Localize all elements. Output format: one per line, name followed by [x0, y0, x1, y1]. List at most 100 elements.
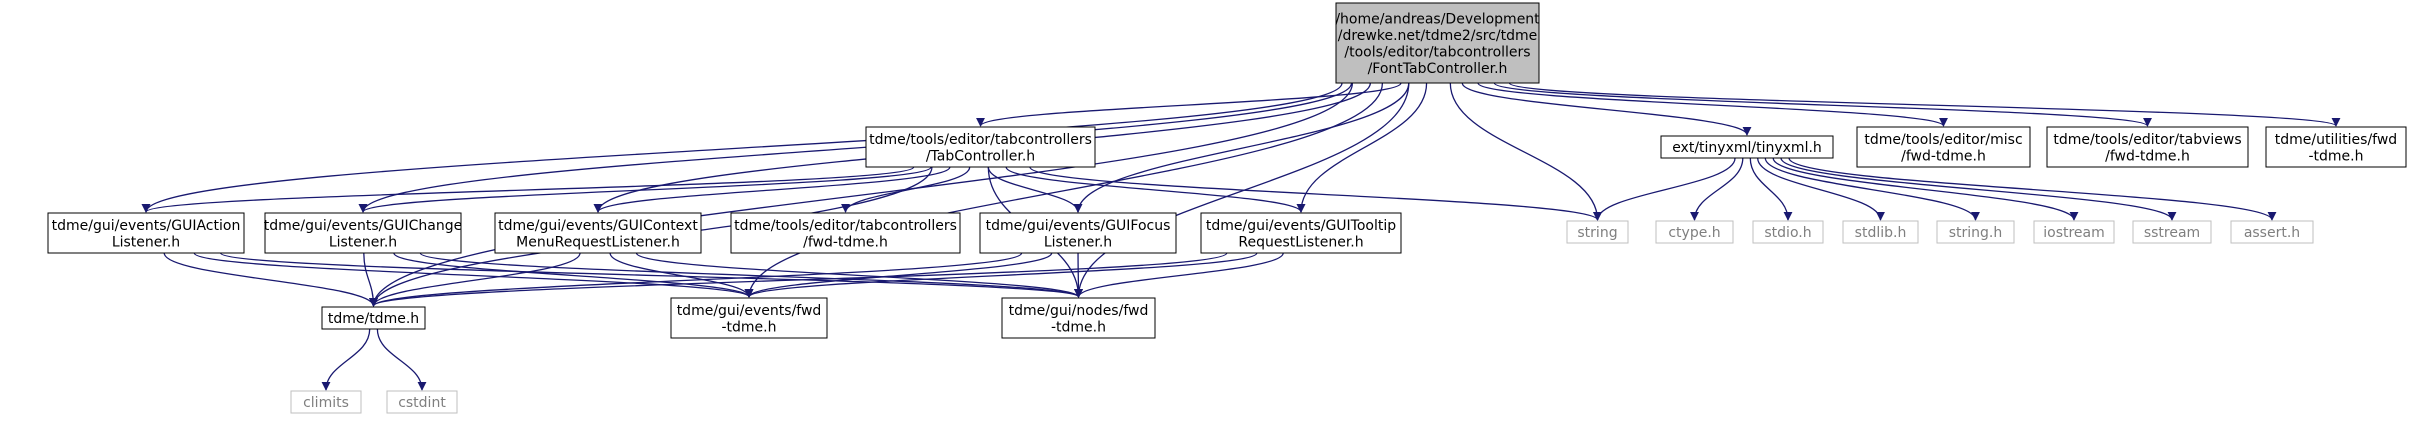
node-label-line: tdme/tools/editor/tabcontrollers	[734, 218, 957, 234]
node-guitooltip[interactable]: tdme/gui/events/GUITooltipRequestListene…	[1200, 212, 1402, 254]
node-climits: climits	[290, 390, 362, 414]
node-label-line: -tdme.h	[1051, 319, 1106, 335]
node-label-line: -tdme.h	[721, 319, 776, 335]
node-box	[321, 306, 426, 330]
node-box	[730, 212, 961, 254]
edge-tabcontroller-to-guichange	[358, 166, 932, 213]
node-box	[979, 212, 1177, 254]
node-root[interactable]: /home/andreas/Development/drewke.net/tdm…	[1335, 2, 1540, 84]
node-box	[865, 126, 1096, 168]
node-label-line: tdme/gui/events/GUIAction	[52, 218, 241, 234]
node-box	[2132, 220, 2212, 244]
node-box	[2230, 220, 2314, 244]
node-label-line: /home/andreas/Development	[1335, 11, 1540, 27]
node-label-line: tdme/gui/events/GUIContext	[498, 218, 698, 234]
node-label-line: tdme/utilities/fwd	[2275, 132, 2397, 148]
node-tinyxml[interactable]: ext/tinyxml/tinyxml.h	[1660, 135, 1834, 159]
node-nodes_fwd[interactable]: tdme/gui/nodes/fwd-tdme.h	[1001, 297, 1156, 339]
node-box	[1655, 220, 1734, 244]
node-label-line: /fwd-tdme.h	[1901, 148, 1986, 164]
node-label-line: assert.h	[2244, 225, 2300, 241]
edge-root-to-guiaction	[141, 82, 1343, 213]
edge-tabcontroller-to-guitooltip	[1005, 166, 1306, 213]
edge-root-to-guichange	[358, 82, 1353, 213]
node-assert: assert.h	[2230, 220, 2314, 244]
node-label-line: MenuRequestListener.h	[516, 234, 680, 250]
node-label-line: stdio.h	[1764, 225, 1811, 241]
edge-tinyxml-to-string	[1593, 157, 1736, 221]
edge-guicontext-to-tdmeh	[369, 252, 581, 307]
node-label-line: tdme/gui/nodes/fwd	[1009, 303, 1149, 319]
node-label-line: sstream	[2144, 225, 2200, 241]
edge-guicontext-to-nodes_fwd	[635, 252, 1083, 298]
node-misc_fwd[interactable]: tdme/tools/editor/misc/fwd-tdme.h	[1856, 126, 2031, 168]
edge-root-to-string	[1449, 82, 1602, 221]
edge-guicontext-to-events_fwd	[609, 252, 754, 298]
node-box	[1936, 220, 2015, 244]
edge-guichange-to-events_fwd	[393, 252, 754, 298]
node-label-line: tdme/gui/events/GUIFocus	[986, 218, 1171, 234]
node-stdio: stdio.h	[1752, 220, 1824, 244]
node-label-line: /tools/editor/tabcontrollers	[1344, 44, 1530, 60]
edge-tabcontroller-to-guifocus	[987, 166, 1083, 213]
node-label-line: ctype.h	[1668, 225, 1720, 241]
edge-guiaction-to-events_fwd	[193, 252, 754, 298]
node-box	[1660, 135, 1834, 159]
edge-tinyxml-to-stdio	[1749, 157, 1793, 221]
node-string: string	[1566, 220, 1629, 244]
edge-guitooltip-to-tdmeh	[369, 252, 1228, 307]
node-label-line: stdlib.h	[1855, 225, 1907, 241]
node-box	[290, 390, 362, 414]
edge-root-to-guifocus	[1073, 82, 1410, 213]
node-tabcontroller[interactable]: tdme/tools/editor/tabcontrollers/TabCont…	[865, 126, 1096, 168]
node-label-line: Listener.h	[1044, 234, 1112, 250]
node-box	[2265, 126, 2407, 168]
node-tabcontrollers_fwd[interactable]: tdme/tools/editor/tabcontrollers/fwd-tdm…	[730, 212, 961, 254]
node-utilities_fwd[interactable]: tdme/utilities/fwd-tdme.h	[2265, 126, 2407, 168]
node-label-line: -tdme.h	[2308, 148, 2363, 164]
node-label-line: string	[1577, 225, 1617, 241]
node-box	[1752, 220, 1824, 244]
node-label-line: climits	[303, 395, 349, 411]
edge-tinyxml-to-assert	[1788, 157, 2277, 221]
edge-tinyxml-to-stringh	[1764, 157, 1980, 221]
edge-tinyxml-to-sstream	[1780, 157, 2177, 221]
node-iostream: iostream	[2033, 220, 2115, 244]
node-guicontext[interactable]: tdme/gui/events/GUIContextMenuRequestLis…	[494, 212, 702, 254]
node-label-line: Listener.h	[112, 234, 180, 250]
edge-root-to-tabcontroller	[976, 82, 1402, 127]
node-events_fwd[interactable]: tdme/gui/events/fwd-tdme.h	[670, 297, 828, 339]
node-label-line: /fwd-tdme.h	[803, 234, 888, 250]
node-box	[386, 390, 458, 414]
edge-root-to-tdmeh	[369, 82, 1354, 307]
edge-tdmeh-to-cstdint	[376, 328, 427, 391]
edge-root-to-tabviews_fwd	[1493, 82, 2152, 127]
node-label-line: iostream	[2043, 225, 2105, 241]
node-label-line: cstdint	[398, 395, 446, 411]
edges	[141, 82, 2341, 391]
node-label-line: /fwd-tdme.h	[2105, 148, 2190, 164]
edge-guitooltip-to-events_fwd	[744, 252, 1258, 298]
node-label-line: /TabController.h	[926, 148, 1035, 164]
node-ctype: ctype.h	[1655, 220, 1734, 244]
node-label-line: string.h	[1949, 225, 2003, 241]
node-box	[1335, 2, 1540, 84]
node-label-line: tdme/tdme.h	[328, 311, 419, 327]
node-label-line: tdme/tools/editor/tabviews	[2053, 132, 2241, 148]
node-box	[47, 212, 245, 254]
node-label-line: RequestListener.h	[1238, 234, 1363, 250]
edge-guiaction-to-nodes_fwd	[219, 252, 1083, 298]
node-label-line: tdme/gui/events/fwd	[677, 303, 822, 319]
node-tabviews_fwd[interactable]: tdme/tools/editor/tabviews/fwd-tdme.h	[2046, 126, 2249, 168]
node-tdmeh[interactable]: tdme/tdme.h	[321, 306, 426, 330]
edge-tabcontroller-to-guiaction	[141, 166, 915, 213]
node-label-line: ext/tinyxml/tinyxml.h	[1672, 140, 1822, 156]
node-box	[1001, 297, 1156, 339]
edge-guitooltip-to-nodes_fwd	[1074, 252, 1284, 298]
edge-tinyxml-to-iostream	[1772, 157, 2079, 221]
node-label-line: /FontTabController.h	[1368, 61, 1508, 77]
node-label-line: Listener.h	[329, 234, 397, 250]
